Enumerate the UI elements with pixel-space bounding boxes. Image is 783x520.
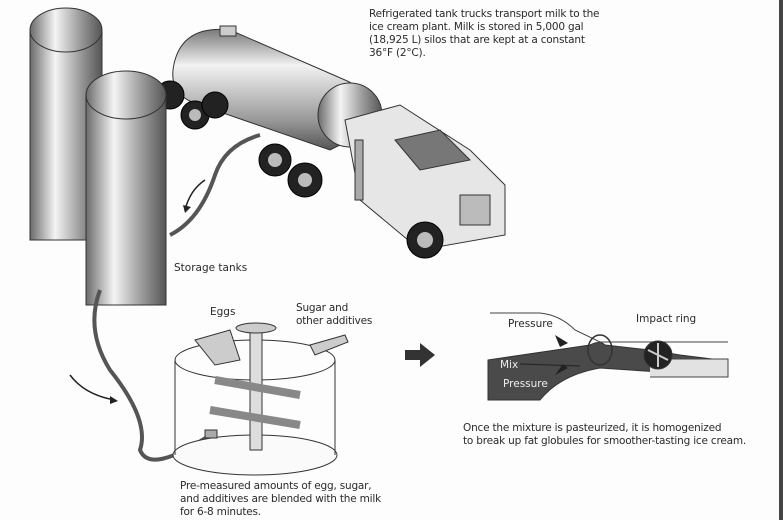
homogenize-caption: Once the mixture is pasteurized, it is h… (463, 422, 746, 448)
hose (169, 133, 261, 237)
flow-arrow (69, 374, 116, 401)
caption-line: 36°F (2°C). (369, 47, 426, 59)
truck-caption: Refrigerated tank trucks transport milk … (369, 8, 599, 60)
storage-tanks-label: Storage tanks (174, 262, 248, 274)
pipe (92, 289, 212, 462)
mixing-vat (172, 322, 349, 476)
mixing-caption: Pre-measured amounts of egg, sugar, and … (180, 480, 381, 519)
caption-line: for 6-8 minutes. (180, 506, 261, 518)
caption-line: Once the mixture is pasteurized, it is h… (463, 422, 722, 434)
pressure-bottom-label: Pressure (503, 378, 548, 390)
sugar-label: Sugar and other additives (296, 302, 372, 328)
caption-line: Pre-measured amounts of egg, sugar, (180, 480, 372, 492)
homogenizer-diagram (487, 312, 729, 401)
caption-line: ice cream plant. Milk is stored in 5,000… (369, 21, 584, 33)
caption-line: and additives are blended with the milk (180, 493, 381, 505)
label-line: Sugar and (296, 302, 349, 314)
caption-line: to break up fat globules for smoother-ta… (463, 435, 747, 447)
caption-line: (18,925 L) silos that are kept at a cons… (369, 34, 585, 46)
caption-line: Refrigerated tank trucks transport milk … (369, 8, 600, 20)
pressure-top-label: Pressure (508, 318, 553, 330)
label-line: other additives (296, 315, 373, 327)
page-edge (779, 0, 783, 520)
mix-label: Mix (500, 359, 519, 371)
impact-ring-label: Impact ring (636, 313, 697, 325)
storage-silo-front (85, 70, 167, 306)
tanker-truck (155, 25, 506, 259)
eggs-label: Eggs (210, 306, 236, 318)
next-step-arrow (405, 343, 435, 367)
